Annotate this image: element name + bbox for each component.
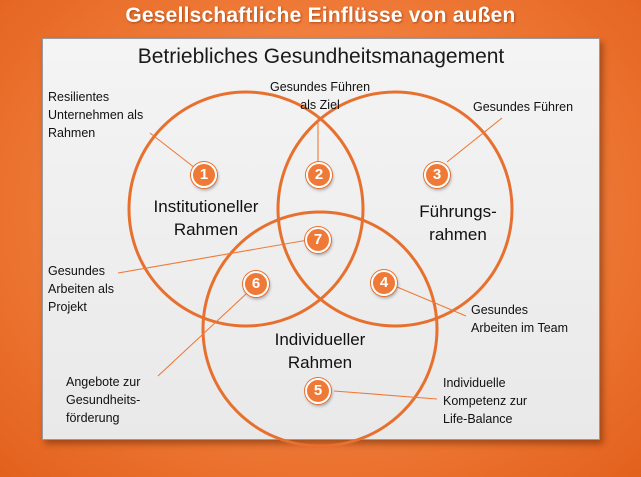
connector-5 (333, 390, 438, 400)
label-institutional-line1: Institutioneller (153, 197, 259, 216)
note-1-line3: Rahmen (48, 126, 96, 140)
label-leadership: Führungs- rahmen (393, 200, 523, 246)
badge-1: 1 (191, 162, 217, 188)
note-2-line1: Gesundes Führen (269, 80, 371, 94)
note-5-line3: Life-Balance (443, 412, 513, 426)
note-7: Gesundes Arbeiten als Projekt (48, 262, 114, 316)
badge-6: 6 (243, 271, 269, 297)
badge-2: 2 (306, 162, 332, 188)
note-5-line2: Kompetenz zur (443, 394, 528, 408)
note-3: Gesundes Führen (473, 98, 573, 116)
badge-5: 5 (305, 378, 331, 404)
note-1-line1: Resilientes (48, 90, 110, 104)
circle-leadership (276, 90, 514, 328)
connector-1 (149, 132, 196, 169)
circle-institutional (127, 90, 365, 328)
badge-7: 7 (305, 227, 331, 253)
note-2: Gesundes Führen als Ziel (262, 78, 378, 114)
note-7-line3: Projekt (48, 300, 87, 314)
label-institutional: Institutioneller Rahmen (126, 195, 286, 241)
label-individual-line2: Rahmen (287, 353, 353, 372)
note-6: Angebote zur Gesundheits- förderung (66, 373, 140, 427)
note-4-line1: Gesundes (471, 303, 528, 317)
connector-6 (157, 293, 247, 377)
label-institutional-line2: Rahmen (173, 220, 239, 239)
label-individual: Individueller Rahmen (250, 328, 390, 374)
badge-4: 4 (371, 270, 397, 296)
panel-title: Betriebliches Gesundheitsmanagement (137, 45, 505, 68)
note-6-line3: förderung (66, 411, 120, 425)
note-7-line2: Arbeiten als (48, 282, 115, 296)
label-individual-line1: Individueller (274, 330, 366, 349)
note-3-line1: Gesundes Führen (473, 100, 574, 114)
note-7-line1: Gesundes (48, 264, 105, 278)
label-leadership-line2: rahmen (429, 225, 487, 244)
note-4-line2: Arbeiten im Team (471, 321, 569, 335)
note-1: Resilientes Unternehmen als Rahmen (48, 88, 143, 142)
note-4: Gesundes Arbeiten im Team (471, 301, 568, 337)
connector-3 (446, 117, 503, 163)
note-6-line2: Gesundheits- (66, 393, 141, 407)
note-5: Individuelle Kompetenz zur Life-Balance (443, 374, 527, 428)
outer-title: Gesellschaftliche Einflüsse von außen (125, 4, 516, 27)
connector-4 (396, 286, 467, 317)
note-6-line1: Angebote zur (66, 375, 141, 389)
note-5-line1: Individuelle (443, 376, 506, 390)
circle-individual (201, 210, 439, 448)
connector-7 (117, 239, 309, 274)
note-1-line2: Unternehmen als (48, 108, 144, 122)
note-2-line2: als Ziel (300, 98, 340, 112)
label-leadership-line1: Führungs- (419, 202, 497, 221)
badge-3: 3 (424, 162, 450, 188)
